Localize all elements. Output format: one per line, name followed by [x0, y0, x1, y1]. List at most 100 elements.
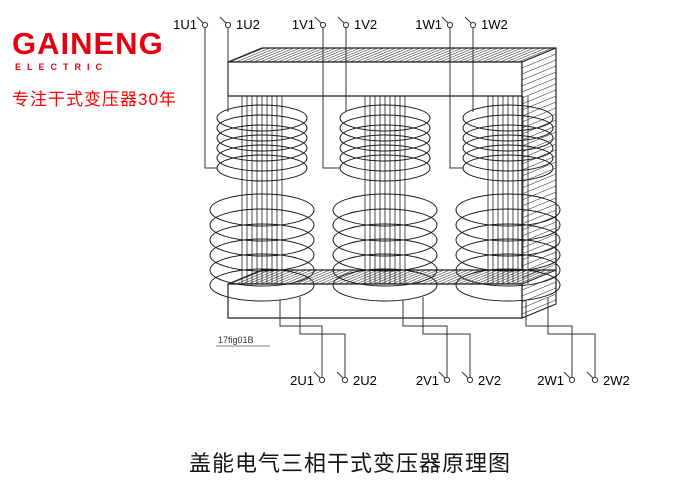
- terminal-tick-icon: [461, 371, 469, 379]
- lamination-line: [521, 59, 557, 75]
- terminal-tick-icon: [438, 371, 446, 379]
- brand-tagline: 专注干式变压器30年: [12, 90, 177, 109]
- lamination-line: [295, 269, 331, 285]
- lamination-line: [271, 47, 307, 63]
- lower-winding-turn-1: [209, 223, 315, 257]
- upper-winding-turn-3: [462, 104, 554, 132]
- transformer-schematic: 1U1 1U2 1V1 1V2 1W1 1W2 2U1 2U2 2V1 2V2 …: [173, 16, 630, 388]
- lamination-line: [271, 269, 307, 285]
- lamination-line: [361, 47, 397, 63]
- terminal-node-icon: [201, 21, 209, 29]
- lamination-line: [487, 47, 523, 63]
- lamination-line: [355, 269, 391, 285]
- lamination-line: [307, 269, 343, 285]
- lamination-line: [521, 53, 557, 69]
- lamination-line: [349, 47, 385, 63]
- lamination-line: [229, 47, 265, 63]
- windings: [209, 104, 561, 302]
- lead-wire: [547, 297, 596, 377]
- lamination-line: [469, 47, 505, 63]
- lamination-line: [265, 47, 301, 63]
- core-limbs: [241, 96, 529, 284]
- lamination-line: [439, 269, 475, 285]
- terminal-tick-icon: [586, 371, 594, 379]
- terminal-tick-icon: [441, 16, 449, 24]
- terminal-label-1V2: 1V2: [354, 17, 377, 32]
- upper-winding-turn-2: [339, 134, 431, 162]
- upper-winding-turn-2: [339, 114, 431, 142]
- upper-winding-turn-3: [462, 144, 554, 172]
- lamination-line: [385, 269, 421, 285]
- terminal-node-icon: [443, 376, 451, 384]
- lamination-line: [355, 47, 391, 63]
- lower-winding-turn-3: [455, 223, 561, 257]
- lamination-line: [313, 47, 349, 63]
- upper-winding-turn-1: [216, 144, 308, 172]
- lamination-line: [457, 47, 493, 63]
- lamination-line: [433, 47, 469, 63]
- lower-winding-turn-3: [455, 238, 561, 272]
- terminal-label-1W1: 1W1: [415, 17, 442, 32]
- lamination-line: [337, 47, 373, 63]
- terminal-tick-icon: [336, 371, 344, 379]
- upper-winding-turn-3: [462, 124, 554, 152]
- terminal-node-icon: [319, 21, 327, 29]
- lamination-line: [403, 269, 439, 285]
- lamination-line: [301, 47, 337, 63]
- terminal-label-1U1: 1U1: [173, 17, 197, 32]
- lower-winding-turn-2: [332, 223, 438, 257]
- lower-winding-turn-1: [209, 193, 315, 227]
- lower-winding-turn-2: [332, 238, 438, 272]
- lamination-line: [493, 269, 529, 285]
- upper-winding-turn-1: [216, 114, 308, 142]
- lead-wire: [525, 300, 573, 377]
- terminal-label-2W1: 2W1: [537, 373, 564, 388]
- lamination-line: [283, 269, 319, 285]
- lamination-line: [295, 47, 331, 63]
- terminal-label-1W2: 1W2: [481, 17, 508, 32]
- lamination-line: [521, 83, 557, 99]
- terminal-tick-icon: [563, 371, 571, 379]
- lower-winding-turn-3: [455, 253, 561, 287]
- lamination-line: [521, 71, 557, 87]
- terminal-label-2U2: 2U2: [353, 373, 377, 388]
- terminal-node-icon: [446, 21, 454, 29]
- lamination-line: [521, 293, 557, 309]
- lamination-line: [445, 47, 481, 63]
- lower-winding-turn-1: [209, 238, 315, 272]
- lamination-line: [367, 47, 403, 63]
- terminal-node-icon: [466, 376, 474, 384]
- lead-wire: [299, 297, 346, 377]
- lamination-line: [475, 47, 511, 63]
- lead-wire: [422, 297, 471, 377]
- lamination-line: [457, 269, 493, 285]
- lamination-line: [421, 269, 457, 285]
- lamination-line: [259, 47, 295, 63]
- lower-winding-turn-1: [209, 208, 315, 242]
- lower-winding-turn-3: [455, 208, 561, 242]
- lamination-line: [451, 269, 487, 285]
- lead-wire: [402, 300, 448, 377]
- lamination-line: [313, 269, 349, 285]
- terminal-label-1U2: 1U2: [236, 17, 260, 32]
- terminal-tick-icon: [313, 371, 321, 379]
- lamination-line: [521, 65, 557, 81]
- lamination-line: [379, 269, 415, 285]
- lamination-line: [521, 77, 557, 93]
- terminal-tick-icon: [219, 16, 227, 24]
- lamination-line: [277, 269, 313, 285]
- lamination-line: [415, 47, 451, 63]
- lamination-line: [247, 47, 283, 63]
- lamination-line: [331, 47, 367, 63]
- top-yoke-front-face: [227, 61, 523, 97]
- lead-wire: [449, 28, 463, 169]
- lead-wires: [204, 28, 596, 377]
- lamination-line: [337, 269, 373, 285]
- lamination-line: [451, 47, 487, 63]
- figure-label: 17fig01B: [218, 335, 254, 345]
- lamination-line: [319, 269, 355, 285]
- lower-winding-turn-2: [332, 253, 438, 287]
- terminal-node-icon: [341, 376, 349, 384]
- lamination-line: [427, 47, 463, 63]
